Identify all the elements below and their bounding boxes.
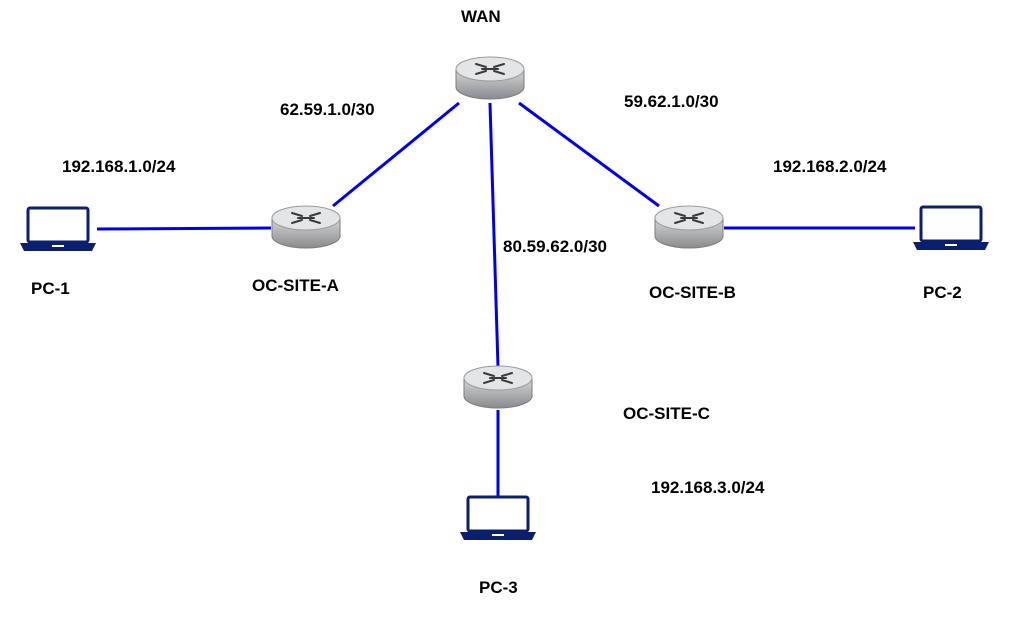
router-site-c-icon	[463, 365, 533, 409]
router-site-a-label: OC-SITE-A	[252, 276, 339, 295]
pc2-label: PC-2	[923, 283, 962, 302]
router-wan-icon	[455, 56, 525, 100]
laptop-pc1-icon	[20, 206, 96, 251]
link-wan-site-b	[518, 101, 660, 208]
link-pc1-site-a	[96, 226, 272, 231]
network-wan-b-label: 59.62.1.0/30	[624, 92, 719, 111]
laptop-pc3-icon	[460, 495, 536, 540]
router-wan-label: WAN	[461, 7, 501, 26]
link-wan-site-a	[332, 101, 460, 208]
network-wan-a-label: 62.59.1.0/30	[280, 100, 375, 119]
network-wan-c-label: 80.59.62.0/30	[503, 237, 607, 256]
network-lan-c-label: 192.168.3.0/24	[651, 478, 765, 497]
network-lan-a-label: 192.168.1.0/24	[62, 157, 176, 176]
pc3-label: PC-3	[479, 578, 518, 597]
router-site-a-icon	[271, 205, 341, 249]
router-site-b-icon	[654, 205, 724, 249]
router-site-b-label: OC-SITE-B	[649, 283, 736, 302]
router-site-c-label: OC-SITE-C	[623, 404, 710, 423]
link-wan-site-c	[488, 102, 500, 368]
pc1-label: PC-1	[31, 279, 70, 298]
network-lan-b-label: 192.168.2.0/24	[773, 157, 887, 176]
laptop-pc2-icon	[913, 205, 989, 250]
